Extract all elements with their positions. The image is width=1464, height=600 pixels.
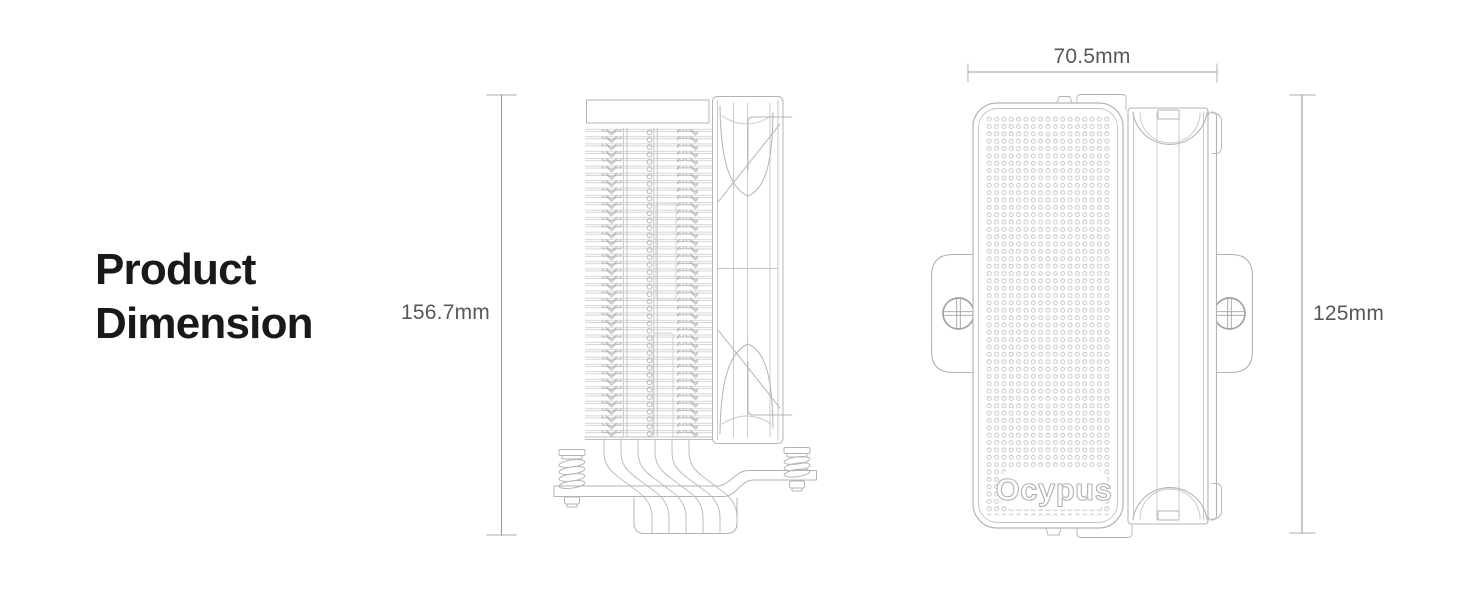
fin-stack (584, 127, 713, 440)
top-cover-plate (586, 99, 710, 124)
screw-right (1213, 297, 1246, 330)
spring-screw-left (558, 449, 586, 508)
spring-screw-right (783, 447, 811, 492)
width-dimension-line (967, 63, 1218, 83)
screw-left (942, 297, 975, 330)
fan-top-plate: Ocypus (972, 94, 1133, 538)
mounting-bracket-right (1210, 253, 1254, 374)
title-line-1: Product (95, 245, 256, 294)
cooler-base-block (633, 497, 738, 534)
title-line-2: Dimension (95, 299, 314, 348)
fan-clip-wire (717, 116, 793, 416)
brand-logo-text: Ocypus (996, 472, 1113, 507)
fin-stack-top (1127, 107, 1222, 525)
fan-side (712, 96, 793, 444)
depth-dimension-line (1289, 94, 1316, 534)
side-view-drawing (553, 96, 817, 534)
brand-logo: Ocypus (995, 469, 1113, 509)
mounting-bracket-left (930, 253, 978, 374)
width-dimension-label: 70.5mm (1053, 45, 1131, 68)
height-dimension-label: 156.7mm (401, 301, 490, 324)
mounting-bar (553, 470, 817, 497)
height-dimension-line (486, 94, 517, 536)
top-view-drawing: Ocypus (930, 94, 1254, 538)
heat-pipes (603, 438, 738, 534)
page-title: Product Dimension (95, 243, 314, 351)
depth-dimension-label: 125mm (1313, 302, 1385, 325)
